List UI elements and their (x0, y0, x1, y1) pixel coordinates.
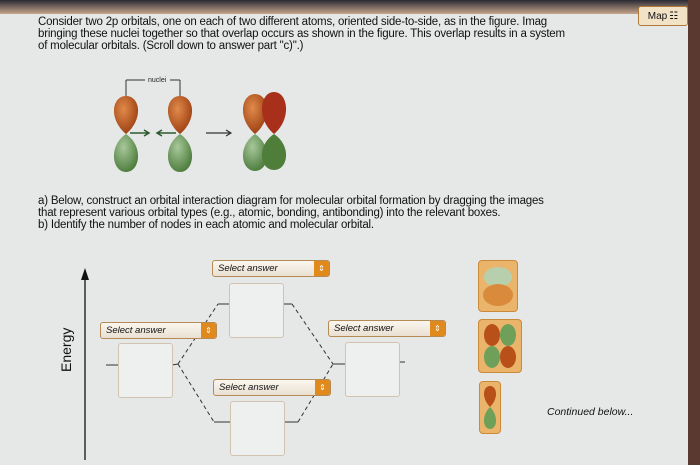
hierarchy-icon: ☷ (669, 10, 679, 22)
dropdown-bottom[interactable]: Select answer ⇕ (213, 379, 331, 396)
overlapping-p-orbitals (242, 92, 287, 171)
intro-line-3: of molecular orbitals. (Scroll down to a… (38, 40, 304, 52)
window-top-bar (0, 0, 700, 14)
arrow-right-icon (206, 129, 233, 137)
dropdown-value: Select answer (334, 323, 394, 334)
dropdown-right[interactable]: Select answer ⇕ (328, 320, 446, 337)
arrow-left-icon (155, 129, 176, 137)
dropdown-top[interactable]: Select answer ⇕ (212, 260, 330, 277)
energy-axis-label: Energy (58, 327, 74, 372)
map-label: Map (647, 10, 668, 22)
dropdown-value: Select answer (106, 325, 166, 336)
intro-line-1: Consider two 2p orbitals, one on each of… (38, 16, 547, 28)
drop-box-left[interactable] (118, 343, 173, 398)
dropdown-left[interactable]: Select answer ⇕ (100, 322, 217, 339)
instruction-a-1: a) Below, construct an orbital interacti… (38, 195, 544, 207)
p-orbital-left (113, 96, 139, 172)
instruction-a-2: that represent various orbital types (e.… (38, 207, 501, 219)
drop-box-top[interactable] (229, 283, 284, 338)
p-orbital-right (167, 96, 193, 172)
intro-line-2: bringing these nuclei together so that o… (38, 28, 565, 40)
draggable-p-orbital-image[interactable] (479, 381, 501, 434)
chevron-updown-icon: ⇕ (315, 380, 330, 395)
chevron-updown-icon: ⇕ (314, 261, 329, 276)
energy-axis-arrow (81, 268, 89, 280)
drop-box-right[interactable] (345, 342, 400, 397)
orbital-overlap-figure: nuclei (113, 77, 287, 172)
instruction-b: b) Identify the number of nodes in each … (38, 219, 374, 231)
dropdown-value: Select answer (218, 263, 278, 274)
map-button[interactable]: Map ☷ (638, 6, 688, 26)
draggable-pi-antibonding-image[interactable] (478, 260, 518, 312)
drop-box-bottom[interactable] (230, 401, 285, 456)
window-right-edge (688, 0, 700, 465)
dropdown-value: Select answer (219, 382, 279, 393)
chevron-updown-icon: ⇕ (201, 323, 216, 338)
draggable-d-orbital-image[interactable] (478, 319, 522, 373)
nuclei-label: nuclei (148, 77, 167, 84)
continued-below-text: Continued below... (547, 406, 634, 418)
chevron-updown-icon: ⇕ (430, 321, 445, 336)
arrow-right-icon (130, 129, 151, 137)
